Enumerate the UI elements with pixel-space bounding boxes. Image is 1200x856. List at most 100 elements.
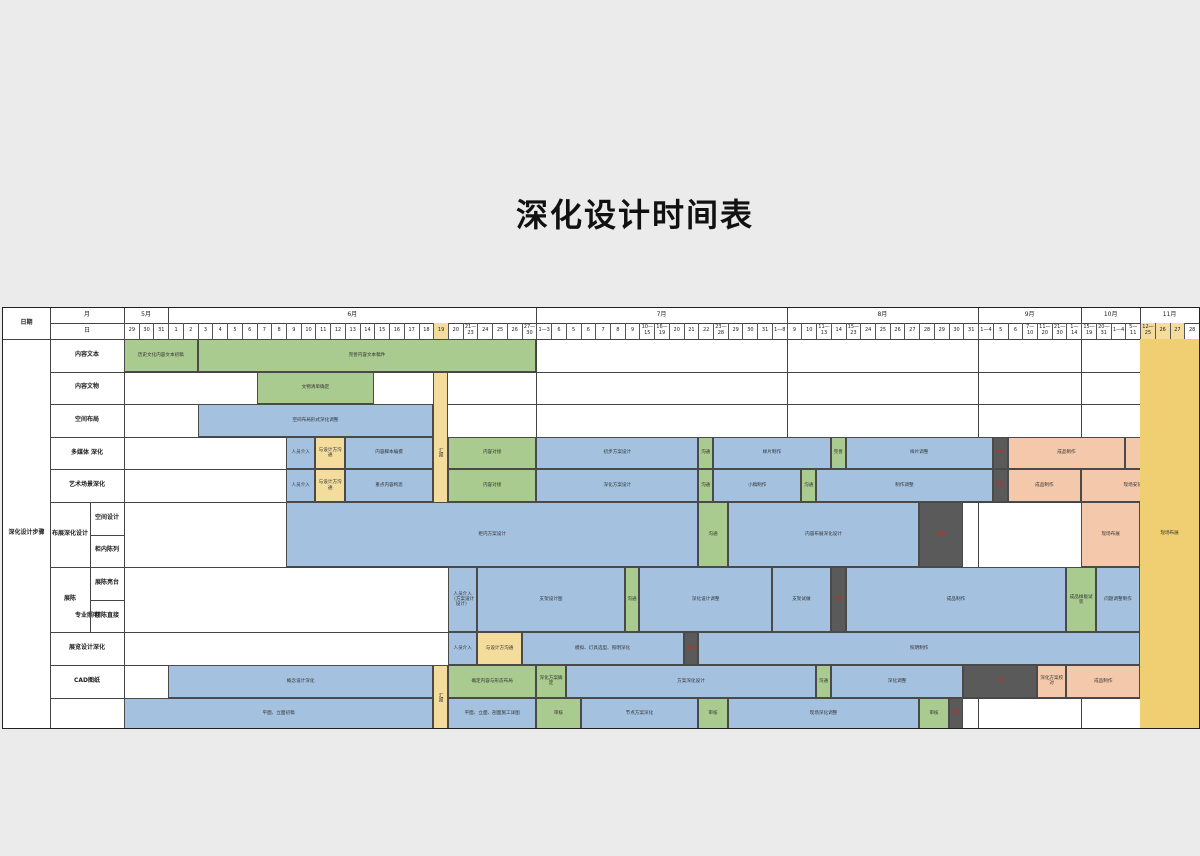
day-cell: 11—20 [1037, 323, 1052, 339]
task-bar: 现场布展 [1081, 502, 1141, 568]
day-cell: 1—8 [771, 323, 787, 339]
day-cell: 28 [1184, 323, 1199, 339]
day-cell: 12 [330, 323, 345, 339]
month-label: 7月 [656, 311, 667, 319]
task-bar: 汇报 [433, 665, 448, 728]
row-label: 多媒体 深化 [70, 448, 104, 456]
day-cell: 20 [668, 323, 684, 339]
day-cell: 9 [285, 323, 301, 339]
row-label: CAD图纸 [73, 676, 101, 684]
row-label: 艺术场景深化 [68, 481, 105, 489]
day-cell: 20—31 [1095, 323, 1111, 339]
task-bar: 深化调整 [830, 665, 964, 698]
day-cell: 14 [359, 323, 375, 339]
task-bar: 节点 [963, 665, 1037, 698]
task-bar: 平面、立面初稿 [124, 697, 434, 728]
row-line [50, 371, 1199, 373]
day-cell: 17 [403, 323, 419, 339]
task-bar: 方案深化设计 [565, 665, 817, 698]
task-bar: 完善 [830, 436, 846, 470]
day-cell: 11—13 [816, 323, 831, 339]
task-bar: 深化方案设计 [536, 469, 699, 502]
row-label: 展览设计深化 [68, 644, 105, 652]
task-bar: 节点 [948, 697, 964, 728]
day-cell: 5—11 [1125, 323, 1140, 339]
task-bar: 沟通 [698, 469, 714, 502]
row-group-label: 深化设计步骤 [8, 529, 45, 537]
month-divider [168, 308, 170, 323]
final-milestone-bar: 现场布展 [1140, 339, 1199, 728]
task-bar: 概念设计深化 [168, 665, 434, 698]
sub-label-line [90, 502, 91, 633]
month-label: 5月 [141, 311, 151, 319]
task-bar: 节点 [919, 502, 964, 568]
day-cell: 6 [241, 323, 257, 339]
day-cell: 22 [698, 323, 713, 339]
day-cell: 1—4 [1110, 323, 1126, 339]
header-divider [50, 323, 1199, 324]
day-cell: 30 [138, 323, 154, 339]
month-divider [1081, 308, 1083, 323]
day-cell: 5 [992, 323, 1008, 339]
row-label: 内容文本 [74, 350, 99, 358]
row-label: 精陈直接 [94, 611, 119, 619]
task-bar: 现场深化调整 [727, 697, 920, 728]
task-bar: 小稿制作 [713, 469, 802, 502]
task-bar: 内容脚本编撰 [344, 436, 434, 470]
task-bar: 沟通 [698, 436, 714, 470]
task-bar: 确定内容与形态布局 [447, 665, 537, 698]
date-header-cell: 日期 [20, 319, 33, 327]
task-bar: 问题调整制作 [1095, 567, 1141, 633]
day-cell: 30 [948, 323, 964, 339]
task-bar: 文物清单确定 [256, 371, 375, 405]
day-cell: 1—14 [1066, 323, 1081, 339]
day-cell: 21—23 [462, 323, 478, 339]
day-cell: 14 [830, 323, 846, 339]
day-cell: 1 [168, 323, 183, 339]
day-cell: 21—30 [1051, 323, 1067, 339]
month-label: 10月 [1103, 311, 1118, 319]
row-label: 柜内陈列 [94, 546, 119, 554]
day-cell: 19 [433, 323, 448, 339]
day-cell: 26 [889, 323, 905, 339]
task-bar: 支架试做 [771, 567, 831, 633]
month-divider [978, 308, 980, 323]
col-line-dates [124, 308, 125, 728]
sub-row-line [90, 534, 124, 536]
day-cell: 9 [786, 323, 802, 339]
day-cell: 8 [271, 323, 286, 339]
day-cell: 24 [860, 323, 875, 339]
day-cell: 11 [315, 323, 330, 339]
task-bar: 深化方案确定 [536, 665, 566, 698]
day-cell: 12—25 [1140, 323, 1155, 339]
day-cell: 25 [492, 323, 507, 339]
day-header-cell: 日 [83, 326, 90, 334]
sub-row-line [90, 599, 124, 601]
day-cell: 31 [757, 323, 772, 339]
day-cell: 8 [609, 323, 625, 339]
day-cell: 26 [1154, 323, 1170, 339]
task-bar: 支架设计图 [477, 567, 625, 633]
task-bar: 制作调整 [816, 469, 993, 502]
day-cell: 26 [506, 323, 522, 339]
row-label: 空间布局 [74, 416, 99, 424]
task-bar: 节点 [683, 632, 699, 665]
day-cell: 3 [197, 323, 213, 339]
month-label: 8月 [877, 311, 888, 319]
task-bar: 成品制作 [1066, 665, 1141, 698]
day-cell: 23—28 [713, 323, 728, 339]
task-bar: 节点 [992, 436, 1008, 470]
task-bar: 重点内容构思 [344, 469, 434, 502]
month-divider [536, 308, 538, 323]
row-label: 专业照明 [74, 611, 99, 619]
task-bar: 深化方案校对 [1037, 665, 1067, 698]
row-line [50, 404, 1199, 406]
day-cell: 1—3 [536, 323, 551, 339]
task-bar: 审核 [698, 697, 728, 728]
task-bar: 成品制作 [1007, 436, 1126, 470]
month-label: 11月 [1162, 311, 1177, 319]
task-bar: 深化设计调整 [639, 567, 772, 633]
day-cell: 10 [300, 323, 316, 339]
day-cell: 15 [374, 323, 389, 339]
task-bar: 与设计方沟通 [315, 469, 345, 502]
